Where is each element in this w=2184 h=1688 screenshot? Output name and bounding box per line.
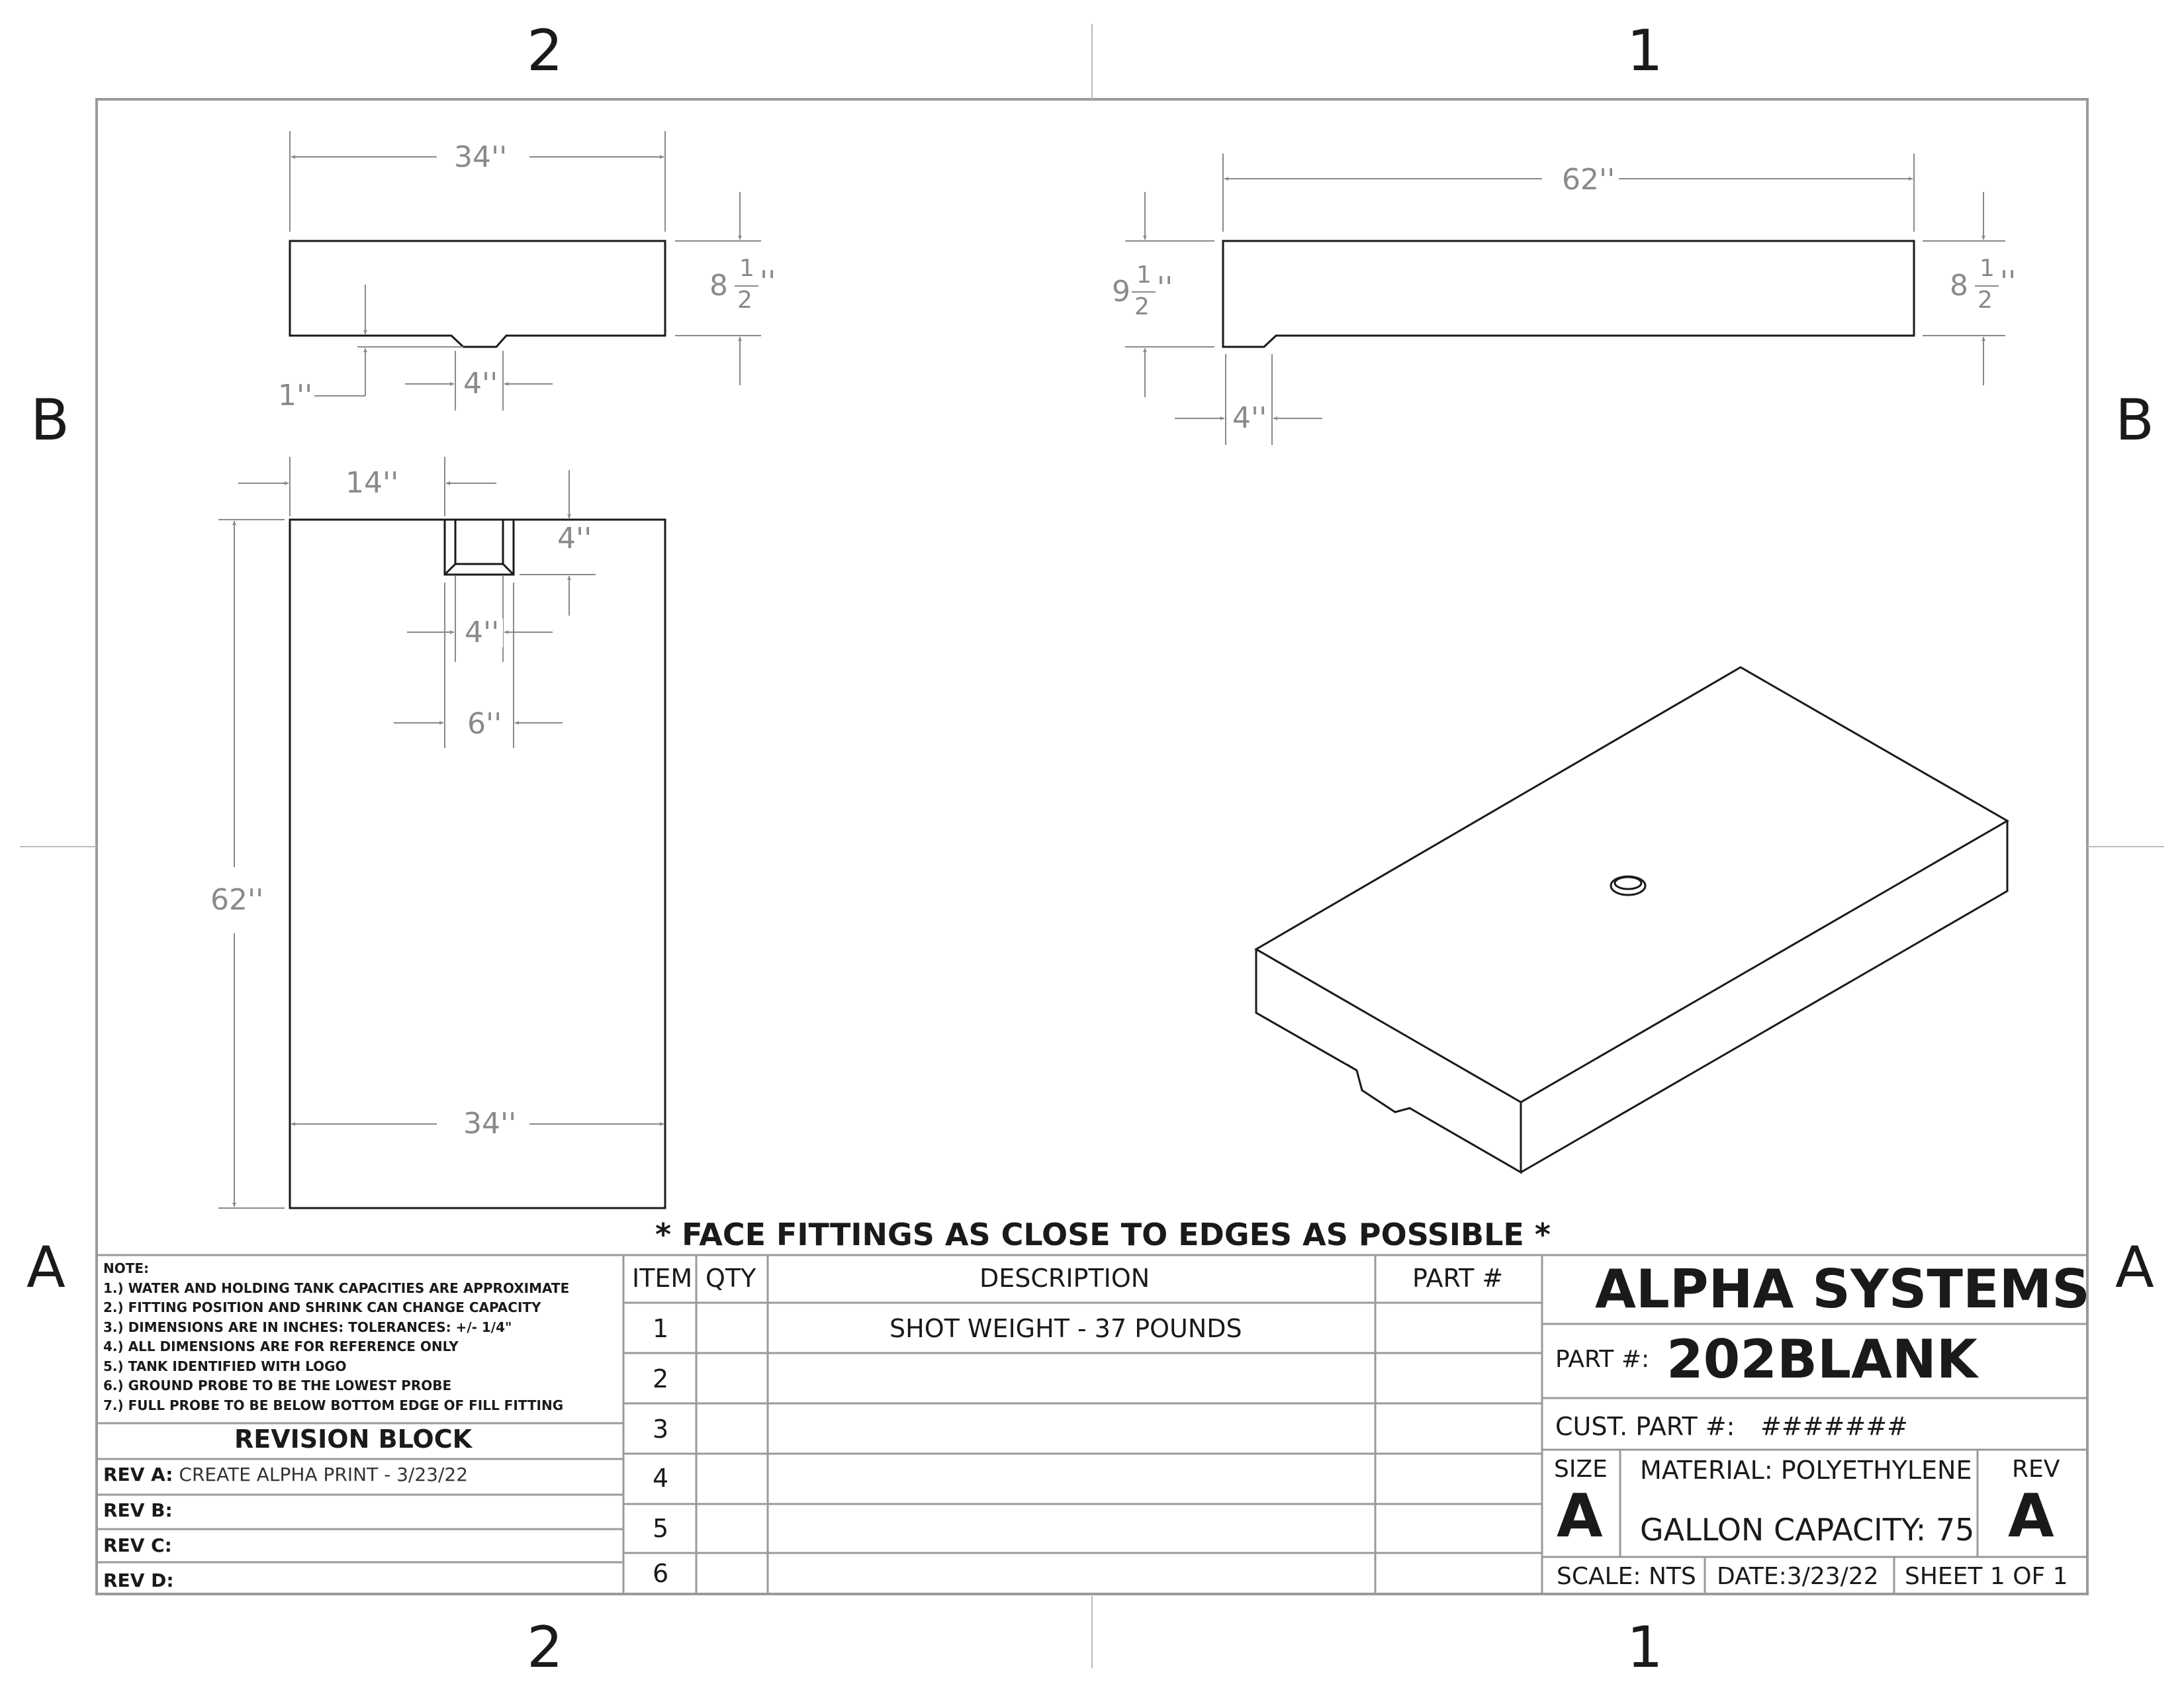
note-line-3: 3.) DIMENSIONS ARE IN INCHES: TOLERANCES… <box>103 1319 512 1335</box>
cust-part-label: CUST. PART #: <box>1555 1412 1735 1441</box>
bom-row-1-description: SHOT WEIGHT - 37 POUNDS <box>889 1314 1242 1343</box>
front-view-dimensions <box>289 131 761 410</box>
side-left-den: 2 <box>1134 293 1150 320</box>
bom-row-1-item: 1 <box>653 1314 669 1343</box>
notes-block: NOTE: 1.) WATER AND HOLDING TANK CAPACIT… <box>103 1259 569 1415</box>
front-height-den: 2 <box>737 287 752 314</box>
top-view-dimensions <box>218 457 664 1209</box>
notes-title: NOTE: <box>103 1260 150 1276</box>
front-height-unit: '' <box>760 265 776 299</box>
zone-label-left-b: B <box>30 387 69 453</box>
bom-row-2-item: 2 <box>653 1364 669 1393</box>
rev-a-label: REV A: <box>103 1464 173 1485</box>
zone-label-bottom-right: 1 <box>1627 1615 1663 1681</box>
front-view-outline <box>289 240 666 348</box>
front-width-dim: 34'' <box>450 143 512 172</box>
rev-d-row: REV D: <box>103 1571 174 1590</box>
note-line-6: 6.) GROUND PROBE TO BE THE LOWEST PROBE <box>103 1378 452 1393</box>
side-right-whole: 8 <box>1950 269 1968 303</box>
top-length-dim: 62'' <box>206 886 268 915</box>
rev-b-label: REV B: <box>103 1499 173 1521</box>
top-inner-width: 4'' <box>461 618 504 647</box>
side-left-whole: 9 <box>1112 275 1130 308</box>
note-line-4: 4.) ALL DIMENSIONS ARE FOR REFERENCE ONL… <box>103 1338 459 1354</box>
top-width-dim: 34'' <box>459 1109 521 1139</box>
sheet-text: SHEET 1 OF 1 <box>1905 1563 2068 1590</box>
zone-ticks <box>20 24 2164 1668</box>
front-height-num: 1 <box>739 255 754 282</box>
side-view-dimensions <box>1125 154 2005 445</box>
rev-value: A <box>2008 1481 2054 1551</box>
top-notch-depth: 4'' <box>553 524 596 553</box>
part-number: 202BLANK <box>1666 1329 1978 1390</box>
revision-block-title: REVISION BLOCK <box>234 1425 473 1454</box>
zone-label-left-a: A <box>26 1235 66 1301</box>
zone-label-right-b: B <box>2115 387 2154 453</box>
bom-header-item: ITEM <box>632 1264 693 1293</box>
scale-text: SCALE: NTS <box>1557 1563 1696 1590</box>
note-line-2: 2.) FITTING POSITION AND SHRINK CAN CHAN… <box>103 1299 541 1315</box>
front-notch-depth: 1'' <box>278 379 313 412</box>
rev-a-row: REV A: CREATE ALPHA PRINT - 3/23/22 <box>103 1466 468 1484</box>
note-line-5: 5.) TANK IDENTIFIED WITH LOGO <box>103 1358 347 1374</box>
top-view-outline <box>289 518 666 1209</box>
zone-label-bottom-left: 2 <box>527 1615 563 1681</box>
zone-label-top-left: 2 <box>527 18 563 84</box>
side-notch-width: 4'' <box>1228 404 1271 433</box>
side-right-unit: '' <box>2000 265 2017 299</box>
banner-note: * FACE FITTINGS AS CLOSE TO EDGES AS POS… <box>655 1217 1551 1252</box>
isometric-view <box>1254 666 2010 1174</box>
front-height-whole: 8 <box>709 269 728 303</box>
rev-a-text: CREATE ALPHA PRINT - 3/23/22 <box>179 1464 469 1485</box>
material-text: MATERIAL: POLYETHYLENE <box>1640 1456 1972 1485</box>
bom-row-3-item: 3 <box>653 1415 669 1444</box>
side-left-unit: '' <box>1157 271 1173 305</box>
zone-label-right-a: A <box>2115 1235 2154 1301</box>
side-right-num: 1 <box>1979 255 1995 282</box>
side-view-outline <box>1222 240 1915 348</box>
front-notch-width: 4'' <box>459 369 502 399</box>
rev-label: REV <box>2012 1456 2060 1483</box>
bom-row-4-item: 4 <box>653 1464 669 1493</box>
rev-c-row: REV C: <box>103 1536 172 1555</box>
top-outer-width: 6'' <box>463 710 506 739</box>
side-right-den: 2 <box>1978 287 1993 314</box>
bom-header-part: PART # <box>1412 1264 1504 1293</box>
cust-part-value: ####### <box>1760 1412 1908 1441</box>
title-block-lines <box>97 1254 2087 1594</box>
size-value: A <box>1557 1481 1603 1551</box>
side-left-num: 1 <box>1136 261 1152 289</box>
size-label: SIZE <box>1554 1456 1608 1483</box>
bom-header-qty: QTY <box>705 1264 756 1293</box>
bom-row-6-item: 6 <box>653 1559 669 1588</box>
bom-header-description: DESCRIPTION <box>979 1264 1150 1293</box>
rev-c-label: REV C: <box>103 1534 172 1556</box>
top-offset-dim: 14'' <box>345 466 399 500</box>
note-line-1: 1.) WATER AND HOLDING TANK CAPACITIES AR… <box>103 1280 570 1296</box>
rev-b-row: REV B: <box>103 1501 173 1520</box>
note-line-7: 7.) FULL PROBE TO BE BELOW BOTTOM EDGE O… <box>103 1397 564 1413</box>
side-length-dim: 62'' <box>1558 165 1619 195</box>
company-name: ALPHA SYSTEMS <box>1595 1258 2090 1320</box>
bom-row-5-item: 5 <box>653 1514 669 1543</box>
part-label: PART #: <box>1555 1346 1650 1373</box>
rev-d-label: REV D: <box>103 1570 174 1591</box>
gallon-capacity: GALLON CAPACITY: 75 <box>1640 1512 1975 1548</box>
top-view-notch <box>443 520 515 576</box>
date-text: DATE:3/23/22 <box>1717 1563 1879 1590</box>
zone-label-top-right: 1 <box>1627 18 1663 84</box>
